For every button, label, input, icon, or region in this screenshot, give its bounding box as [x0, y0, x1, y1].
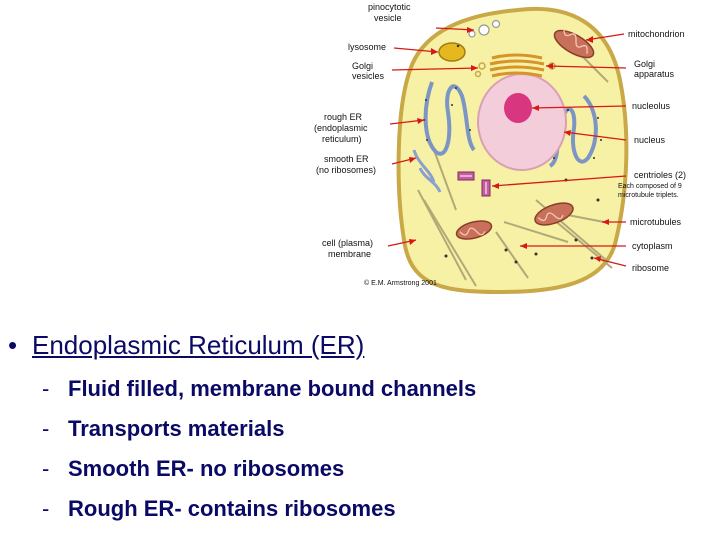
nucleolus: [504, 93, 532, 123]
dash: -: [42, 376, 50, 401]
label-ribosome: ribosome: [632, 263, 669, 273]
bullet-heading: • Endoplasmic Reticulum (ER): [8, 330, 364, 361]
list-item: -Rough ER- contains ribosomes: [42, 496, 396, 522]
label-cell-membrane: cell (plasma) membrane: [322, 238, 376, 259]
mitochondria: [455, 29, 595, 240]
label-nucleus: nucleus: [634, 135, 666, 145]
centrioles: [457, 171, 491, 197]
list-item-text: Transports materials: [68, 416, 285, 441]
label-arrows: [387, 27, 627, 267]
label-rough-er: rough ER (endoplasmic reticulum): [314, 112, 370, 144]
cell-svg: pinocytotic vesicle lysosome Golgi vesic…: [314, 2, 686, 295]
list-item-text: Rough ER- contains ribosomes: [68, 496, 396, 521]
dash: -: [42, 456, 50, 481]
list-item-text: Smooth ER- no ribosomes: [68, 456, 345, 481]
golgi-apparatus: [489, 53, 545, 78]
animal-cell-diagram: pinocytotic vesicle lysosome Golgi vesic…: [306, 0, 720, 300]
pinocytotic-vesicles: [468, 19, 501, 38]
label-lysosome: lysosome: [348, 42, 386, 52]
label-cytoplasm: cytoplasm: [632, 241, 673, 251]
label-pinocytotic-vesicle: pinocytotic vesicle: [368, 2, 413, 23]
dash: -: [42, 416, 50, 441]
bullet-dot: •: [8, 330, 18, 360]
dash: -: [42, 496, 50, 521]
list-item-text: Fluid filled, membrane bound channels: [68, 376, 477, 401]
arrowheads: [409, 27, 609, 262]
smooth-er: [412, 149, 442, 193]
list-item: -Fluid filled, membrane bound channels: [42, 376, 476, 402]
heading-text: Endoplasmic Reticulum (ER): [32, 330, 365, 360]
label-microtubules: microtubules: [630, 217, 682, 227]
lysosome: [438, 42, 466, 62]
label-nucleolus: nucleolus: [632, 101, 671, 111]
credit-text: © E.M. Armstrong 2001: [364, 279, 437, 287]
label-golgi-apparatus: Golgi apparatus: [634, 59, 675, 79]
label-smooth-er: smooth ER (no ribosomes): [316, 154, 376, 175]
list-item: -Smooth ER- no ribosomes: [42, 456, 344, 482]
label-centrioles-detail: Each composed of 9 microtubule triplets.: [618, 183, 684, 199]
label-golgi-vesicles: Golgi vesicles: [352, 61, 385, 81]
list-item: -Transports materials: [42, 416, 284, 442]
label-mitochondrion: mitochondrion: [628, 29, 685, 39]
label-centrioles: centrioles (2): [634, 170, 686, 180]
